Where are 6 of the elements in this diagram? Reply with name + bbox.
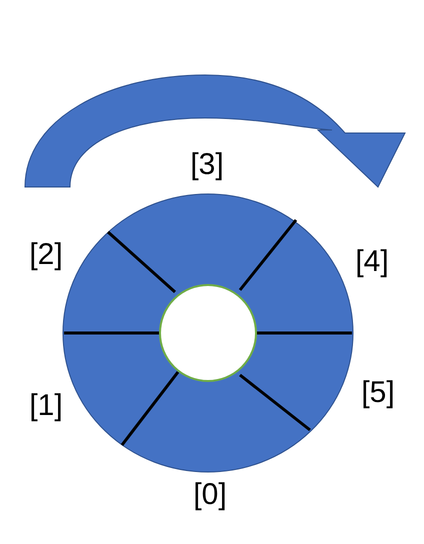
index-label: [1]	[29, 391, 63, 421]
index-label: [5]	[361, 378, 395, 408]
index-label: [3]	[190, 150, 224, 180]
index-label: [2]	[29, 240, 63, 270]
index-label: [4]	[355, 247, 389, 277]
index-label: [0]	[193, 480, 227, 510]
